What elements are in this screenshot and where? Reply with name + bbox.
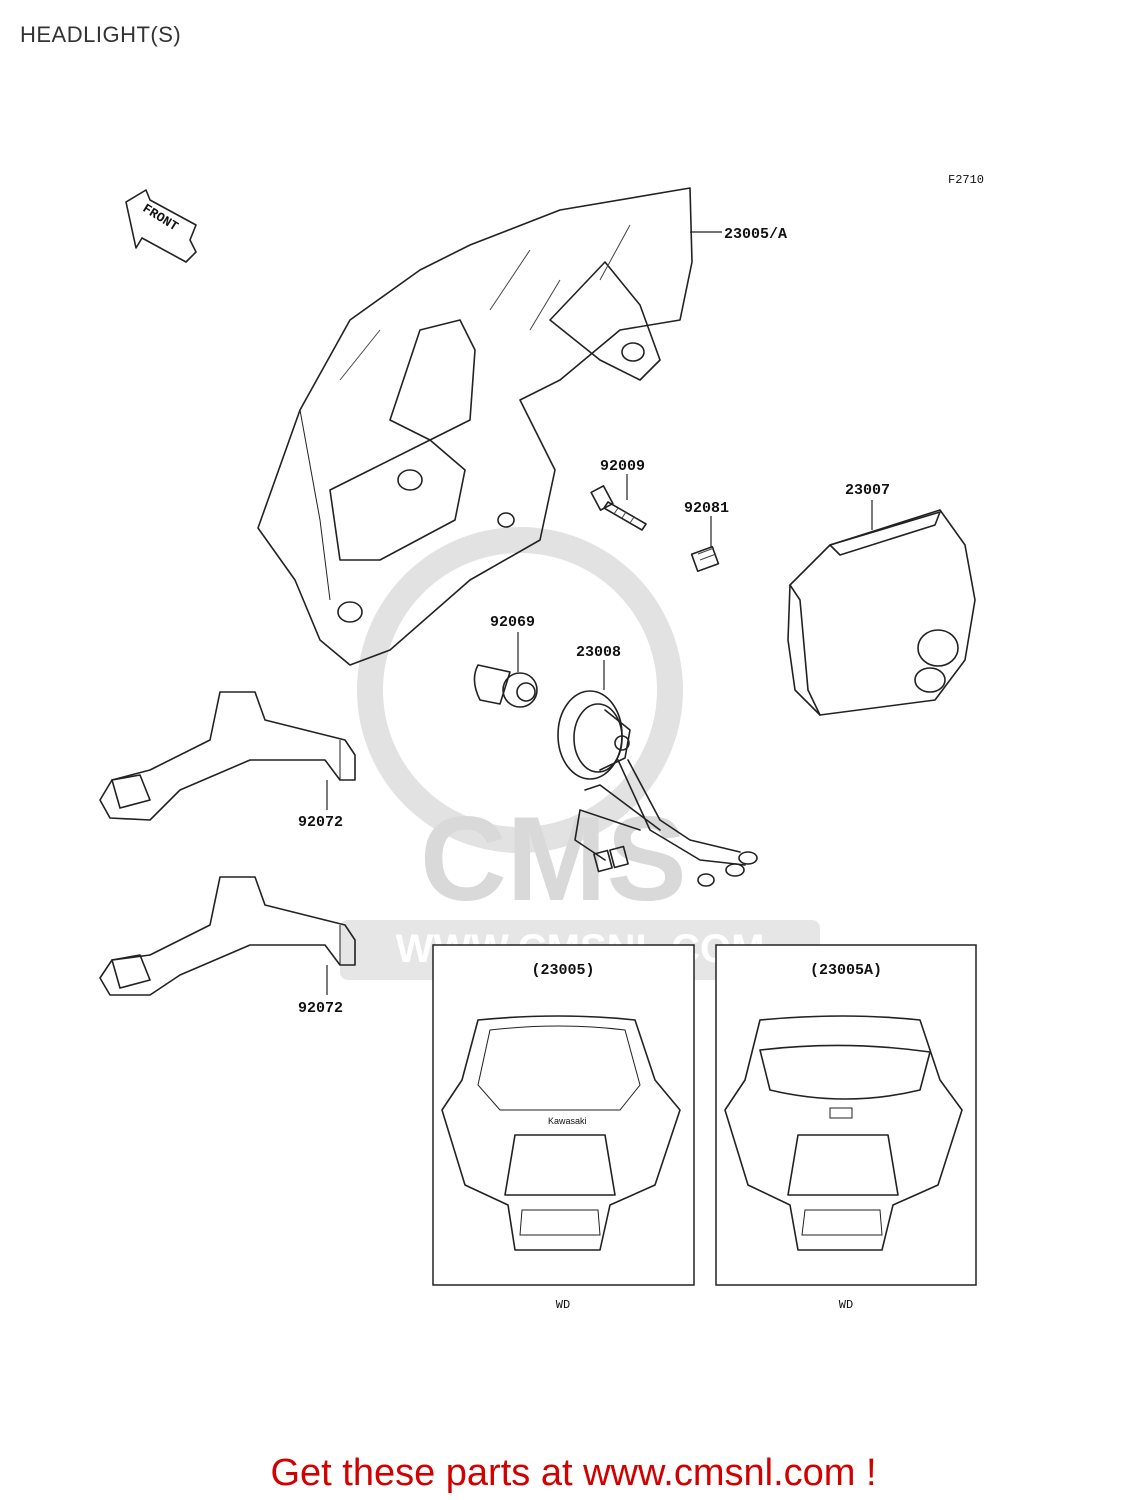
headlight-housing xyxy=(257,187,693,666)
part-number-23005a: 23005/A xyxy=(724,226,787,243)
front-arrow-icon: FRONT xyxy=(125,189,197,263)
figure-code: F2710 xyxy=(948,173,984,187)
nut-92081 xyxy=(690,545,720,573)
part-number-23007: 23007 xyxy=(845,482,890,499)
page-title: HEADLIGHT(S) xyxy=(20,22,182,47)
watermark-logo: CMS xyxy=(420,792,687,926)
part-number-92072-lower: 92072 xyxy=(298,1000,343,1017)
bracket-92072-lower xyxy=(99,876,356,996)
part-number-92072-upper: 92072 xyxy=(298,814,343,831)
part-number-92081: 92081 xyxy=(684,500,729,517)
socket-harness-23008 xyxy=(557,690,758,887)
part-number-92069: 92069 xyxy=(490,614,535,631)
inset-panel-23005a: (23005A) WD xyxy=(715,944,977,1312)
kawasaki-logo: Kawasaki xyxy=(548,1116,587,1126)
part-number-23008: 23008 xyxy=(576,644,621,661)
inset-title-23005: (23005) xyxy=(531,962,594,979)
bulb-92069 xyxy=(473,664,538,708)
inset-caption-23005: WD xyxy=(556,1298,570,1312)
part-number-92009: 92009 xyxy=(600,458,645,475)
bolt-92009 xyxy=(590,485,647,531)
promo-link[interactable]: Get these parts at www.cmsnl.com ! xyxy=(270,1452,877,1494)
inset-title-23005a: (23005A) xyxy=(810,962,882,979)
bracket-92072-upper xyxy=(99,691,356,821)
inset-panel-23005: (23005) Kawasaki WD xyxy=(432,944,695,1312)
headlight-lens-unit xyxy=(787,509,976,716)
inset-caption-23005a: WD xyxy=(839,1298,853,1312)
